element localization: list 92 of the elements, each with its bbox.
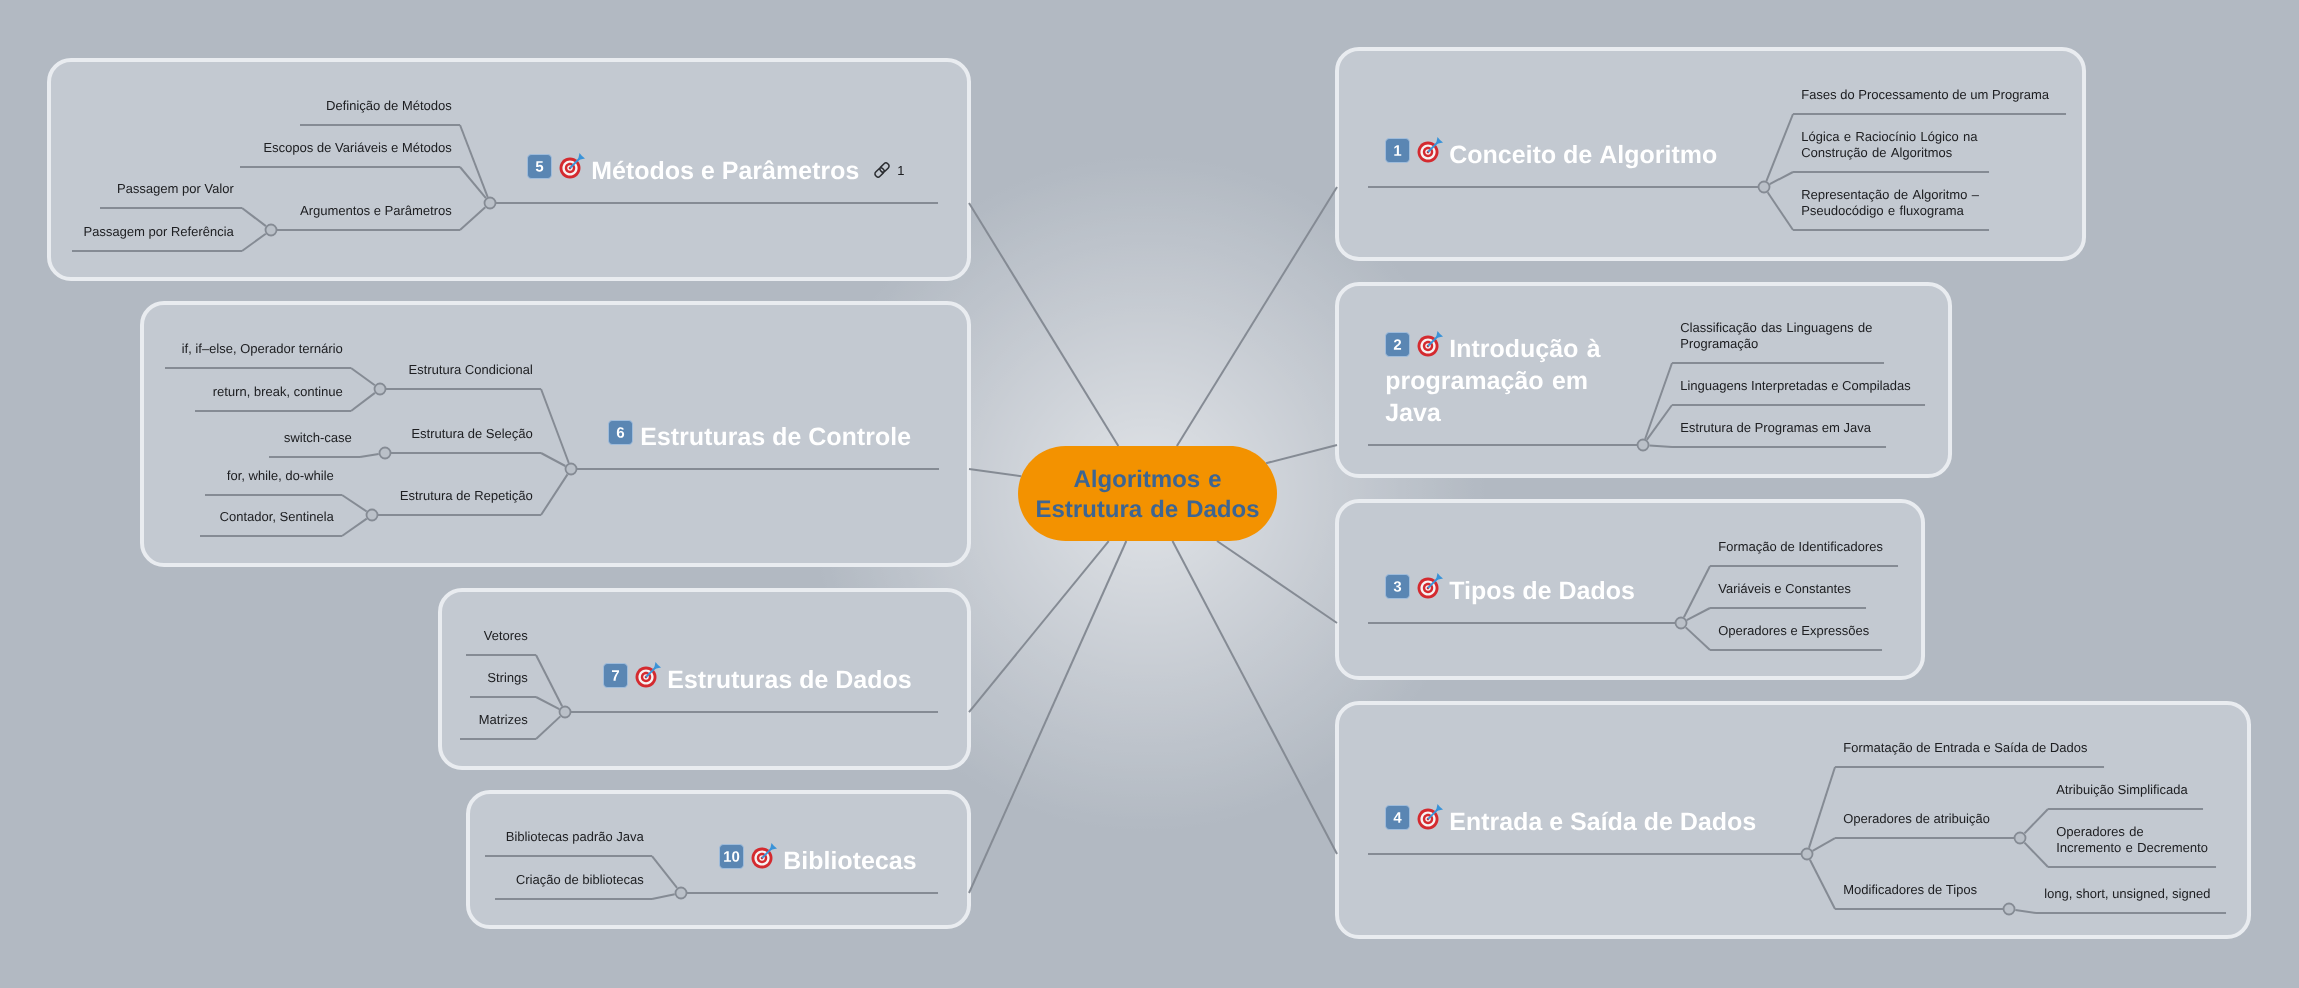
connector-line [2014,908,2037,914]
subtopic: Matrizes [459,714,537,740]
number-badge: 6 [608,420,633,445]
topic-panel [47,58,971,281]
number-badge: 1 [1385,138,1410,163]
topic-panel [1335,499,1925,680]
number-badge: 5 [527,154,552,179]
connector-line [535,654,564,708]
connector-line [2023,808,2050,835]
connector-line [1645,404,1673,441]
subtopic: Fases do Processamento de um Programa [1792,89,2068,115]
connector-line [1765,113,1794,183]
subtopic: Estrutura de Programas em Java [1671,422,1887,448]
subtopic: Strings [469,672,537,698]
connector-line [535,696,561,711]
connector-line [535,715,562,740]
connector-line [2023,841,2050,868]
connector-line [341,517,368,537]
subtopic: Definição de Métodos [299,100,461,126]
subtopic: Estrutura de Seleção [384,428,542,454]
number-badge: 3 [1385,574,1410,599]
subtopic: Passagem por Valor [99,183,243,209]
subtopic: Passagem por Referência [71,226,243,252]
subtopic: Contador, Sentinela [199,511,343,537]
connector-line [540,452,567,467]
subtopic: Criação de bibliotecas [494,874,653,900]
subtopic: return, break, continue [194,386,352,412]
connector-line [241,232,267,252]
subtopic: Bibliotecas padrão Java [484,831,653,857]
topic-panel [438,588,971,770]
subtopic: Argumentos e Parâmetros [270,205,461,231]
number-badge: 2 [1385,332,1410,357]
connector-line [1175,186,1338,447]
connector-line [459,166,487,200]
number-badge: 7 [603,663,628,688]
connector-line [1684,626,1711,651]
connector-line [1265,444,1338,465]
subtopic: if, if–else, Operador ternário [164,343,352,369]
subtopic: Formação de Identificadores [1709,541,1899,567]
subtopic: Lógica e Raciocínio Lógico na Construção de Algoritmos [1792,131,1990,173]
subtopic: Escopos de Variáveis e Métodos [239,142,461,168]
connector-line [1216,540,1338,624]
connector-line [651,893,676,900]
number-badge: 4 [1385,805,1410,830]
connector-line [1808,858,1836,910]
subtopic: Operadores de Incremento e Decremento [2047,826,2218,868]
connector-line [968,202,1120,447]
topic-panel [1335,282,1952,478]
subtopic: Estrutura Condicional [379,364,542,390]
topic-panel [1335,47,2087,261]
subtopic: switch-case [268,432,361,458]
subtopic: Operadores e Expressões [1709,625,1883,651]
subtopic: for, while, do-while [204,470,343,496]
subtopic: Variáveis e Constantes [1709,583,1867,609]
number-badge: 10 [719,844,744,869]
connector-line [341,494,368,513]
connector-line [1766,191,1794,231]
connector-line [1644,362,1673,440]
topic-panel [466,790,971,929]
connector-line [968,468,1023,478]
connector-line [241,207,267,228]
connector-line [540,473,569,516]
connector-line [651,855,679,889]
connector-line [968,540,1128,894]
subtopic: Vetores [465,631,537,656]
subtopic: Modificadores de Tipos [1834,884,2010,910]
connector-line [1685,607,1711,622]
central-topic: Algoritmos e Estrutura de Dados [1018,446,1277,541]
connector-line [350,367,376,387]
connector-line [540,388,570,464]
subtopic: Formatação de Entrada e Saída de Dados [1834,742,2106,768]
subtopic: Classificação das Linguagens de Programação [1671,322,1885,364]
connector-line [459,124,489,199]
subtopic: Estrutura de Repetição [371,490,542,516]
connector-line [359,453,380,458]
subtopic: Representação de Algoritmo – Pseudocódigo e fluxograma [1792,189,1990,231]
connector-line [968,540,1110,713]
topic-panel [140,301,971,567]
connector-line [1768,171,1794,186]
link-count: 1 [898,166,904,175]
connector-line [1808,766,1836,849]
connector-line [1171,540,1338,855]
connector-line [1648,444,1673,448]
subtopic: long, short, unsigned, signed [2035,888,2228,914]
subtopic: Linguagens Interpretadas e Compiladas [1671,380,1926,406]
connector-line [1811,837,1836,852]
connector-line [1682,565,1711,619]
connector-line [350,391,376,412]
subtopic: Operadores de atribuição [1834,813,2022,839]
subtopic: Atribuição Simplificada [2047,784,2205,810]
connector-line [459,206,487,231]
topic-panel [1335,701,2252,939]
